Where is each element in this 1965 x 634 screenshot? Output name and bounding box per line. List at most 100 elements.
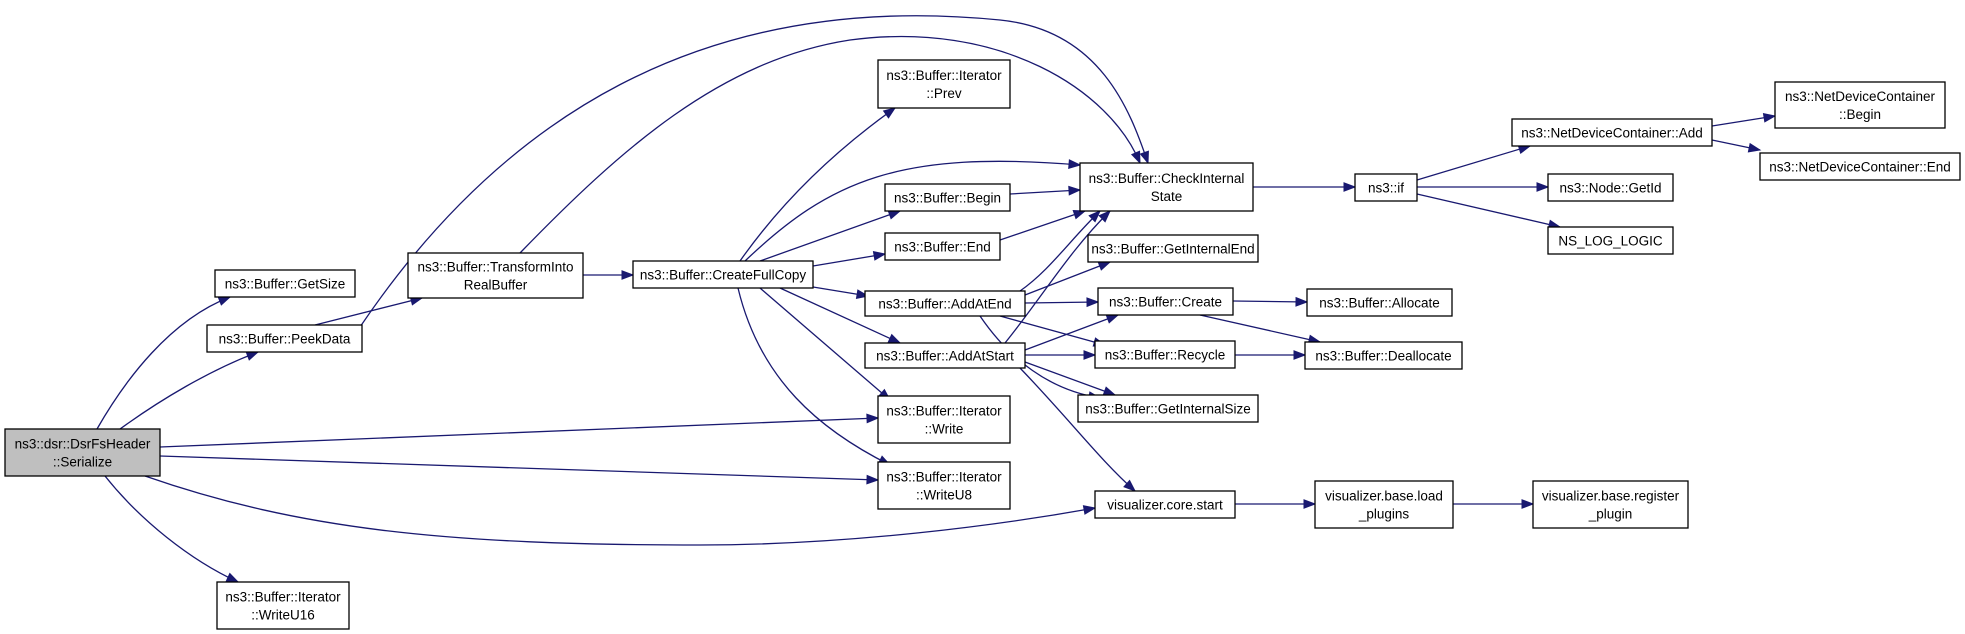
edge-recycle-to-deallocate-arrowhead [1293, 350, 1307, 360]
node-deallocate[interactable]: ns3::Buffer::Deallocate [1304, 341, 1463, 370]
edge-load-plugins-to-register-plugin-arrowhead [1521, 499, 1535, 509]
edge-serialize-to-check-internal-arrowhead [1139, 150, 1149, 165]
edge-ndc-add-to-ndc-begin-arrowhead [1762, 112, 1777, 123]
edge-viz-core-start-to-load-plugins-arrowhead [1303, 499, 1317, 509]
node-iter-prev[interactable]: ns3::Buffer::Iterator::Prev [877, 59, 1011, 109]
edge-begin-to-check-internal-arrowhead [1068, 185, 1082, 196]
node-label: ns3::dsr::DsrFsHeader [15, 437, 151, 452]
node-label: ns3::Buffer::Begin [894, 191, 1001, 206]
call-edges [96, 15, 1777, 583]
node-label: ns3::Buffer::End [894, 240, 991, 255]
node-ns3-if[interactable]: ns3::if [1354, 173, 1418, 202]
node-label: ns3::NetDeviceContainer::End [1769, 160, 1951, 175]
edge-ndc-add-to-ndc-end-arrowhead [1747, 142, 1762, 153]
node-ndc-end[interactable]: ns3::NetDeviceContainer::End [1759, 152, 1961, 181]
node-ndc-add[interactable]: ns3::NetDeviceContainer::Add [1511, 118, 1713, 147]
node-ndc-begin[interactable]: ns3::NetDeviceContainer::Begin [1774, 81, 1946, 129]
edge-serialize-to-iter-writeu16 [104, 475, 239, 583]
node-iter-writeu8[interactable]: ns3::Buffer::Iterator::WriteU8 [877, 461, 1011, 510]
node-label: State [1151, 189, 1183, 204]
edge-create-full-copy-to-begin [759, 210, 901, 262]
node-box [1087, 234, 1259, 263]
node-label: ns3::Buffer::Iterator [886, 470, 1002, 485]
node-add-at-end[interactable]: ns3::Buffer::AddAtEnd [864, 290, 1026, 317]
node-begin[interactable]: ns3::Buffer::Begin [884, 183, 1011, 212]
node-create-full-copy[interactable]: ns3::Buffer::CreateFullCopy [632, 260, 814, 289]
node-label: _plugins [1358, 507, 1410, 522]
node-label: ns3::Buffer::AddAtEnd [878, 297, 1011, 312]
node-box [1077, 394, 1259, 423]
edge-serialize-to-viz-core-start-arrowhead [1082, 505, 1097, 515]
node-label: ns3::Buffer::Allocate [1319, 296, 1440, 311]
node-get-internal-size[interactable]: ns3::Buffer::GetInternalSize [1077, 394, 1259, 423]
edge-create-to-allocate [1232, 300, 1308, 303]
edge-create-to-deallocate [1199, 314, 1321, 343]
node-label: visualizer.base.load [1325, 489, 1443, 504]
node-label: ns3::Buffer::CreateFullCopy [640, 268, 807, 283]
node-box [214, 269, 356, 298]
node-create[interactable]: ns3::Buffer::Create [1097, 287, 1234, 316]
edge-add-at-end-to-get-internal-size [979, 315, 1101, 399]
node-label: ::Prev [926, 86, 962, 101]
node-peek-data[interactable]: ns3::Buffer::PeekData [206, 324, 363, 353]
node-box [864, 342, 1026, 369]
edge-add-at-end-to-check-internal-arrowhead [1088, 210, 1102, 223]
node-box [1547, 226, 1674, 255]
node-viz-core-start[interactable]: visualizer.core.start [1094, 490, 1236, 519]
node-box [216, 581, 350, 630]
node-serialize[interactable]: ns3::dsr::DsrFsHeader::Serialize [4, 428, 161, 477]
node-end[interactable]: ns3::Buffer::End [884, 232, 1001, 261]
edge-create-full-copy-to-check-internal [744, 160, 1081, 262]
edge-create-full-copy-to-end-arrowhead [872, 251, 887, 261]
node-node-getid[interactable]: ns3::Node::GetId [1547, 173, 1674, 202]
node-allocate[interactable]: ns3::Buffer::Allocate [1306, 288, 1453, 317]
node-label: ::Serialize [53, 455, 112, 470]
node-box [1097, 287, 1234, 316]
node-box [877, 461, 1011, 510]
edge-ns3-if-to-ndc-add [1416, 145, 1531, 181]
node-label: ns3::Buffer::Iterator [225, 590, 341, 605]
edge-add-at-start-to-check-internal [1004, 210, 1111, 344]
edge-serialize-to-get-size [96, 296, 231, 430]
node-iter-writeu16[interactable]: ns3::Buffer::Iterator::WriteU16 [216, 581, 350, 630]
node-label: ns3::Buffer::GetInternalEnd [1091, 242, 1254, 257]
node-add-at-start[interactable]: ns3::Buffer::AddAtStart [864, 342, 1026, 369]
node-register-plugin[interactable]: visualizer.base.register_plugin [1532, 480, 1689, 529]
node-box [1314, 480, 1454, 529]
edge-peek-data-to-transform [314, 297, 423, 326]
node-get-size[interactable]: ns3::Buffer::GetSize [214, 269, 356, 298]
node-recycle[interactable]: ns3::Buffer::Recycle [1094, 340, 1236, 369]
node-label: RealBuffer [464, 278, 528, 293]
node-label: ns3::Buffer::Create [1109, 295, 1222, 310]
node-box [4, 428, 161, 477]
node-box [864, 290, 1026, 317]
edge-transform-to-check-internal [519, 35, 1141, 254]
node-get-internal-end[interactable]: ns3::Buffer::GetInternalEnd [1087, 234, 1259, 263]
node-label: ns3::Buffer::GetInternalSize [1085, 402, 1251, 417]
edge-add-at-start-to-viz-core-start-arrowhead [1123, 479, 1137, 492]
edge-create-full-copy-to-check-internal-arrowhead [1068, 159, 1082, 169]
edge-serialize-to-check-internal [359, 15, 1149, 328]
edge-serialize-to-iter-writeu16-arrowhead [225, 572, 240, 583]
node-label: ::Write [925, 422, 964, 437]
edge-add-at-end-to-create-arrowhead [1086, 297, 1100, 308]
edge-add-at-start-to-recycle-arrowhead [1083, 350, 1097, 360]
node-label: ::WriteU16 [251, 608, 315, 623]
node-box [1511, 118, 1713, 147]
node-ns-log-logic[interactable]: NS_LOG_LOGIC [1547, 226, 1674, 255]
edge-add-at-end-to-check-internal [1019, 210, 1101, 292]
node-label: ns3::Buffer::Deallocate [1315, 349, 1451, 364]
node-iter-write[interactable]: ns3::Buffer::Iterator::Write [877, 395, 1011, 444]
node-load-plugins[interactable]: visualizer.base.load _plugins [1314, 480, 1454, 529]
edge-create-full-copy-to-begin-arrowhead [887, 210, 902, 220]
node-label: _plugin [1588, 507, 1633, 522]
edge-serialize-to-iter-writeu8-arrowhead [866, 474, 880, 485]
node-label: ::WriteU8 [916, 488, 972, 503]
edge-create-full-copy-to-iter-prev-arrowhead [882, 107, 897, 119]
edge-ns3-if-to-node-getid-arrowhead [1536, 182, 1550, 192]
edge-serialize-to-iter-writeu8 [159, 455, 879, 481]
edge-create-full-copy-to-add-at-start [779, 287, 901, 344]
node-box [407, 252, 584, 299]
